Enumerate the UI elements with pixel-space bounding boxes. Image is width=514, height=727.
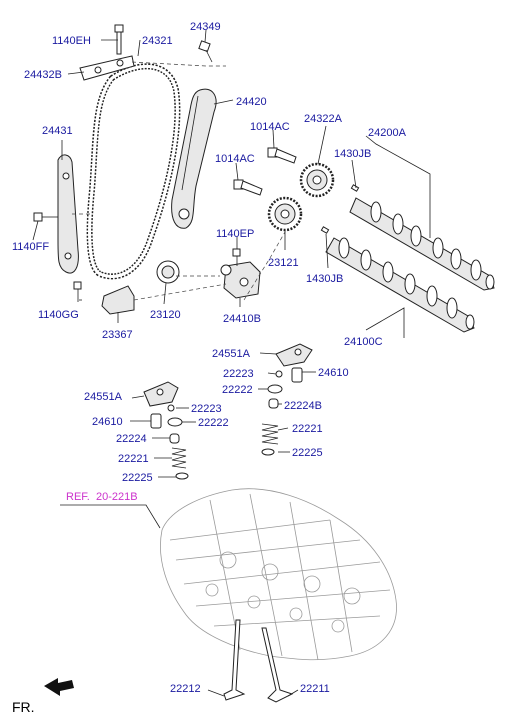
valve-seal-left: [175, 472, 189, 480]
label-22224b: 22224B: [284, 400, 322, 412]
label-23121: 23121: [268, 257, 299, 269]
rocker-arm-left: [143, 381, 179, 407]
fixed-chain-guide: [57, 154, 79, 274]
valve-spring-right: [261, 423, 279, 445]
label-24610-right: 24610: [318, 367, 349, 379]
bolt-1140ff: [33, 212, 58, 222]
label-22225-right: 22225: [292, 447, 323, 459]
valve-cap-right: [275, 370, 283, 378]
retainer-left: [169, 433, 180, 444]
label-1140eh: 1140EH: [52, 35, 91, 47]
label-1014ac-lower: 1014AC: [215, 153, 255, 165]
tensioner-arm: [171, 88, 217, 229]
label-24610-left: 24610: [92, 416, 123, 428]
label-1140ep: 1140EP: [216, 228, 254, 240]
label-23367: 23367: [102, 329, 133, 341]
ref-link-20-221b[interactable]: 20-221B: [96, 491, 138, 503]
label-24432b: 24432B: [24, 69, 62, 81]
intake-valve: [261, 627, 294, 703]
ref-prefix[interactable]: REF.: [66, 491, 90, 503]
label-24431: 24431: [42, 125, 73, 137]
label-22225-left: 22225: [122, 472, 153, 484]
label-1140ff: 1140FF: [12, 241, 49, 253]
rocker-arm-right: [275, 343, 313, 367]
dowel-pin-upper: [350, 184, 360, 192]
label-24349: 24349: [190, 21, 221, 33]
intake-camshaft: [325, 237, 475, 333]
valve-cap-left: [167, 404, 175, 412]
sprocket-bolt-upper: [267, 147, 297, 164]
retainer-right: [268, 398, 279, 409]
label-22222-right: 22222: [222, 384, 253, 396]
label-22221-right: 22221: [292, 423, 323, 435]
label-1430jb-upper: 1430JB: [334, 148, 371, 160]
label-22223-left: 22223: [191, 403, 222, 415]
label-24551a-right: 24551A: [212, 348, 251, 360]
label-24100c: 24100C: [344, 336, 383, 348]
label-22222-left: 22222: [198, 417, 229, 429]
exhaust-cam-sprocket: [299, 162, 335, 198]
cylinder-head: [160, 488, 397, 661]
bolt-24349: [198, 40, 213, 63]
label-24420: 24420: [236, 96, 267, 108]
front-direction-arrow-icon: [44, 678, 74, 696]
timing-chain: [86, 63, 181, 280]
label-1014ac-upper: 1014AC: [250, 121, 290, 133]
crankshaft-sprocket: [156, 260, 180, 284]
lash-adjuster-right: [291, 367, 303, 383]
bolt-1140gg: [73, 281, 82, 302]
label-24551a-left: 24551A: [84, 391, 123, 403]
upper-chain-guide: [79, 55, 135, 81]
bracket-23367: [101, 285, 135, 315]
label-24322a: 24322A: [304, 113, 343, 125]
label-22221-left: 22221: [118, 453, 149, 465]
part-labels: 1140EH 24321 24349 24432B 24420 24431 10…: [12, 21, 407, 715]
assembly-lines: [72, 61, 286, 301]
exhaust-valve: [223, 619, 246, 701]
lash-adjuster-left: [150, 413, 162, 429]
label-22211: 22211: [300, 683, 330, 695]
valve-key-right: [267, 384, 283, 394]
valve-spring-left: [171, 447, 187, 469]
label-22224: 22224: [116, 433, 147, 445]
intake-cam-sprocket: [267, 196, 303, 232]
label-24200a: 24200A: [368, 127, 407, 139]
valve-seal-right: [261, 448, 275, 456]
label-1430jb-lower: 1430JB: [306, 273, 343, 285]
bolt-1140ep: [232, 248, 241, 266]
label-24321: 24321: [142, 35, 173, 47]
exhaust-camshaft: [349, 197, 495, 291]
sprocket-bolt-lower: [233, 179, 263, 196]
label-1140gg: 1140GG: [38, 309, 79, 321]
label-24410b: 24410B: [223, 313, 261, 325]
front-label: FR.: [12, 699, 35, 715]
label-23120: 23120: [150, 309, 181, 321]
label-22223-right: 22223: [223, 368, 254, 380]
leader-lines: [32, 29, 431, 697]
dowel-pin-lower: [320, 226, 330, 234]
hydraulic-tensioner: [220, 261, 261, 299]
bolt-1140eh: [114, 24, 124, 55]
label-22212: 22212: [170, 683, 201, 695]
valve-key-left: [167, 417, 183, 427]
